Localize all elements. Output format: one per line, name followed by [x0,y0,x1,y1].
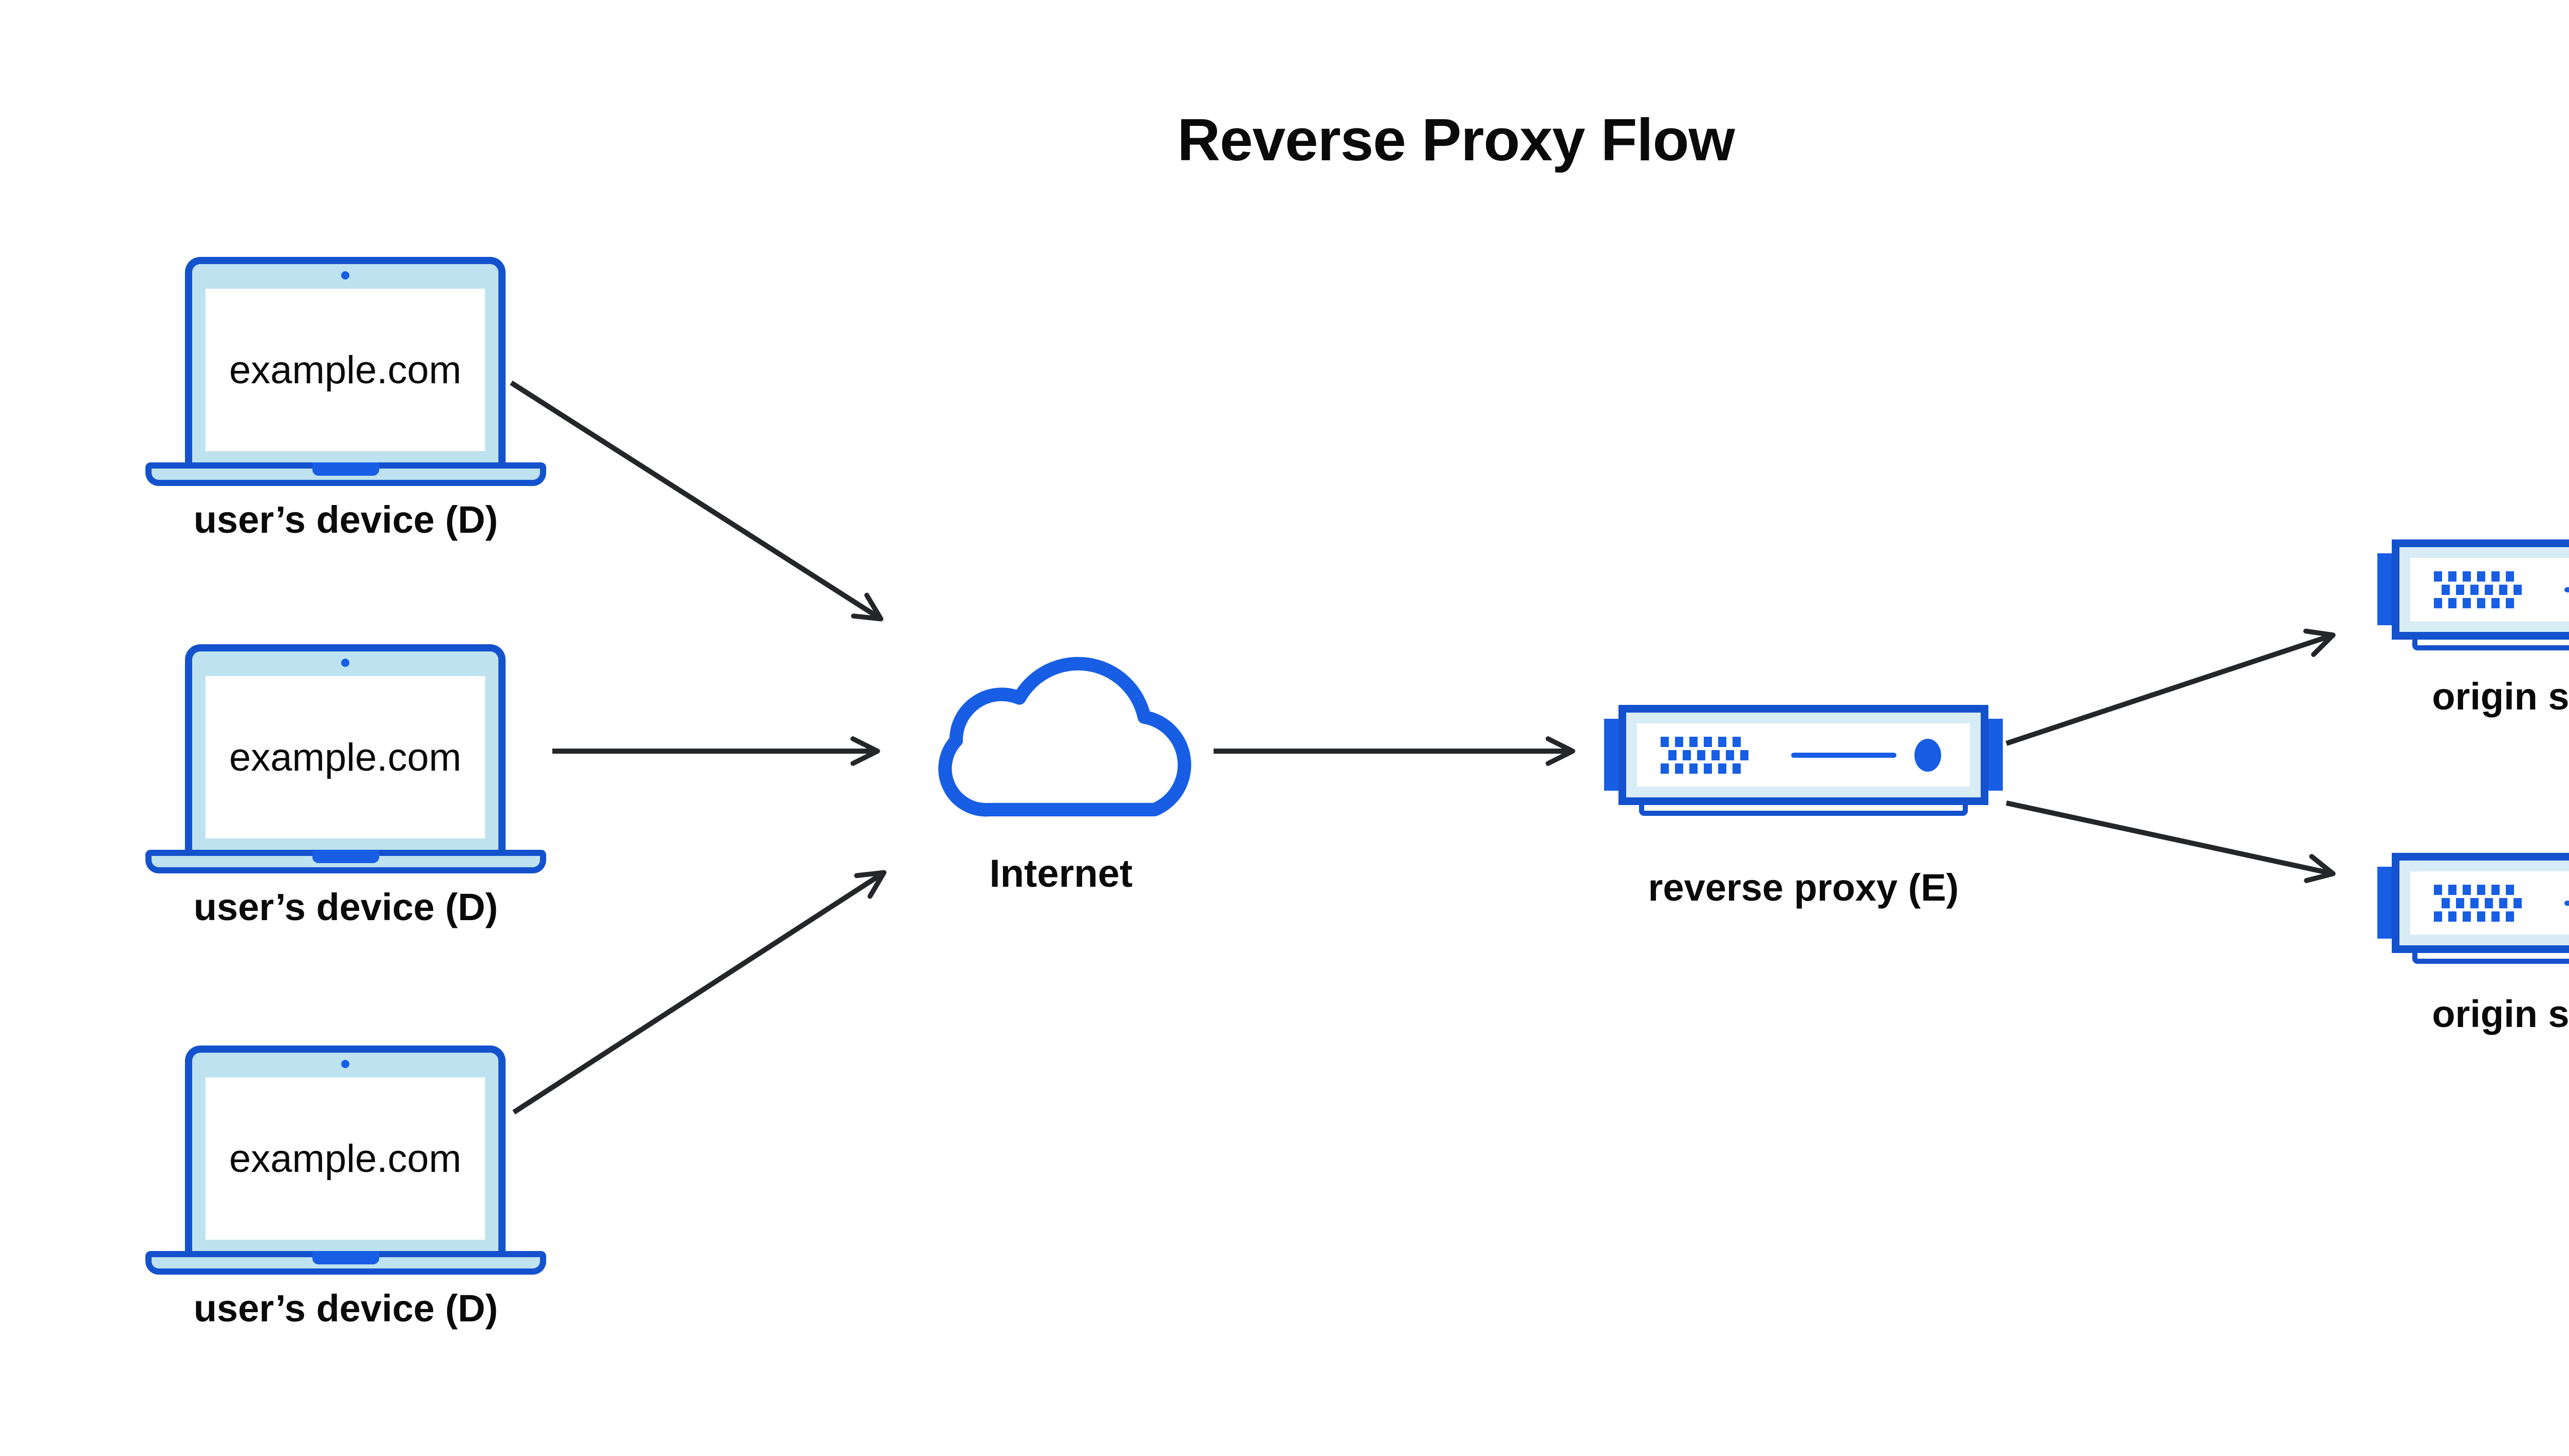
diagram-title: Reverse Proxy Flow [1177,106,1735,173]
internet-label: Internet [989,852,1133,895]
user-device-3-label: user’s device (D) [193,1287,498,1330]
server-vent-dots-icon [2434,884,2522,922]
server-front-panel [2410,871,2569,935]
laptop-notch [312,850,379,863]
arrow-proxy-origin2 [2005,800,2336,883]
laptop-base [145,462,546,486]
camera-dot-icon [341,659,349,667]
laptop-icon: example.com [185,1046,506,1258]
camera-dot-icon [341,1060,349,1068]
server-front-panel [2410,558,2569,621]
laptop-icon: example.com [185,644,506,857]
laptop-base [145,850,546,873]
user-device-1: example.com user’s device (D) [145,257,546,541]
user-device-1-label: user’s device (D) [193,498,498,541]
user-device-2: example.com user’s device (D) [145,644,546,928]
camera-dot-icon [341,271,349,279]
server-vent-dots-icon [2434,571,2522,608]
origin-server-2-label: origin server (F) [2432,993,2569,1035]
user-device-2-label: user’s device (D) [193,886,498,928]
screen-url: example.com [229,735,461,779]
laptop-notch [312,1251,379,1264]
server-body-icon [2392,539,2569,640]
origin-server-2 [2377,853,2569,964]
screen-url: example.com [229,348,461,392]
laptop-notch [312,462,379,476]
server-led-icon [1914,738,1941,772]
laptop-screen: example.com [206,676,485,838]
server-slot-line-icon [2564,900,2569,906]
laptop-screen: example.com [206,289,485,451]
internet-cloud-icon [938,657,1192,817]
arrow-device1-internet [510,380,884,622]
server-slot-line-icon [1791,752,1896,758]
reverse-proxy-server [1604,705,2003,816]
server-slot-line-icon [2564,587,2569,592]
laptop-icon: example.com [185,257,506,470]
server-vent-dots-icon [1661,736,1748,774]
arrow-proxy-origin1 [2005,628,2336,746]
origin-server-1-label: origin server (F) [2432,675,2569,718]
user-device-3: example.com user’s device (D) [145,1046,546,1330]
laptop-screen: example.com [206,1077,485,1240]
server-body-icon [1618,705,1988,805]
laptop-base [145,1251,546,1275]
origin-server-1 [2377,539,2569,650]
reverse-proxy-label: reverse proxy (E) [1648,866,1959,909]
server-front-panel [1637,723,1970,787]
screen-url: example.com [229,1136,461,1181]
arrow-device3-internet [512,870,887,1115]
server-body-icon [2392,853,2569,953]
